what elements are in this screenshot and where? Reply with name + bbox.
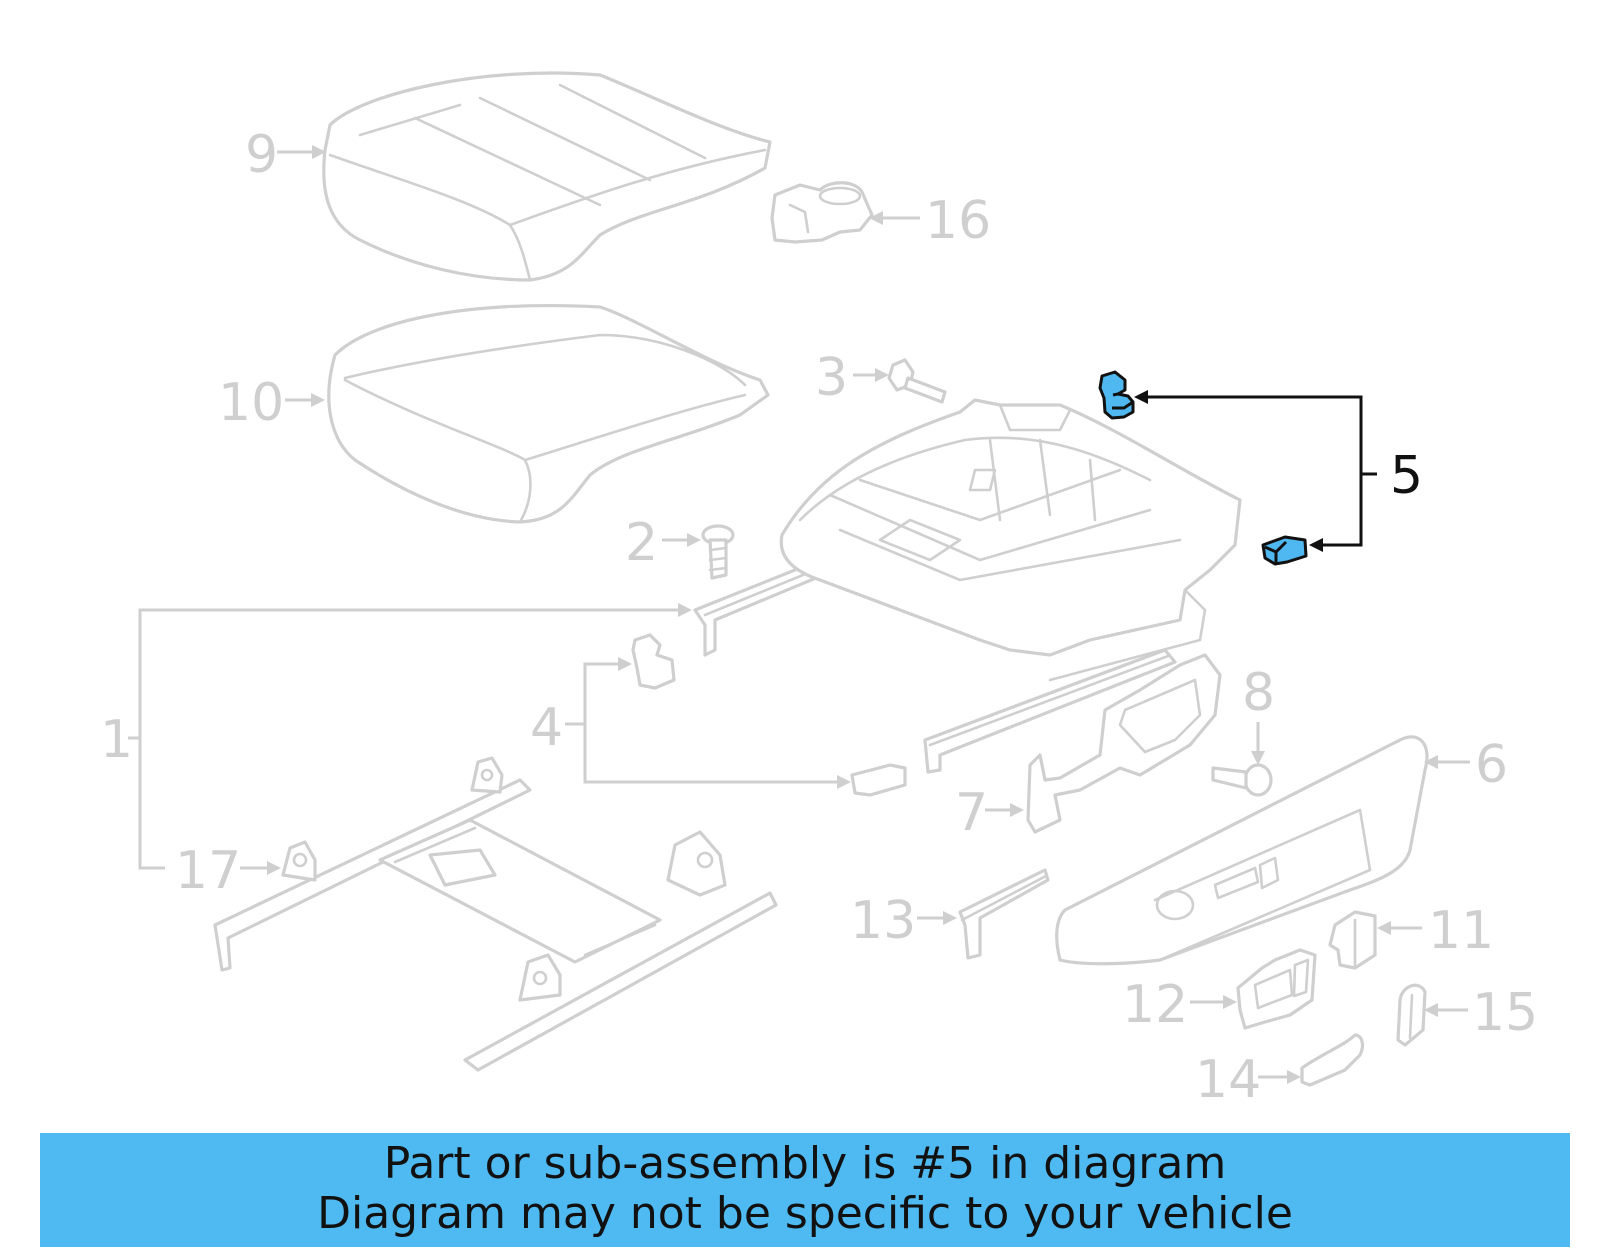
part-11-knob	[1328, 910, 1377, 970]
svg-text:14: 14	[1195, 1050, 1261, 1110]
svg-text:7: 7	[955, 783, 988, 843]
part-9-cushion-cover	[322, 71, 772, 282]
part-17-seat-track	[213, 756, 778, 1072]
callout-10: 10	[218, 373, 325, 433]
svg-text:4: 4	[530, 698, 563, 758]
svg-text:9: 9	[245, 125, 278, 185]
banner-line-2: Diagram may not be specific to your vehi…	[317, 1188, 1293, 1239]
seat-frame-assembly	[693, 398, 1242, 774]
part-14-lever-cover	[1300, 1033, 1365, 1087]
callout-14: 14	[1195, 1050, 1301, 1110]
callout-11: 11	[1377, 901, 1494, 961]
callout-6: 6	[1424, 735, 1508, 795]
callout-5: 5	[1134, 390, 1423, 552]
callout-8: 8	[1242, 663, 1275, 765]
svg-text:13: 13	[850, 891, 916, 951]
callout-4: 4	[530, 657, 851, 789]
callout-13: 13	[850, 891, 957, 951]
svg-text:1: 1	[100, 710, 133, 770]
part-8-screw	[1211, 763, 1273, 797]
svg-text:17: 17	[175, 841, 241, 901]
callout-16: 16	[869, 191, 991, 251]
banner-line-1: Part or sub-assembly is #5 in diagram	[383, 1138, 1227, 1189]
part-6-side-shield	[1055, 735, 1429, 966]
part-3-bolt	[887, 358, 947, 404]
svg-text:2: 2	[625, 513, 658, 573]
svg-text:6: 6	[1475, 735, 1508, 795]
callout-15: 15	[1424, 983, 1538, 1043]
callout-3: 3	[815, 348, 889, 408]
part-2-bolt	[701, 524, 735, 580]
part-16-bracket	[770, 181, 874, 244]
part-5-lower-clip	[1261, 535, 1308, 566]
svg-text:3: 3	[815, 348, 848, 408]
svg-text:10: 10	[218, 373, 284, 433]
svg-text:11: 11	[1428, 901, 1494, 961]
svg-text:12: 12	[1122, 975, 1188, 1035]
callout-1: 1	[100, 603, 692, 870]
part-5-upper-clip	[1098, 370, 1135, 420]
callout-12: 12	[1122, 975, 1237, 1035]
part-4-upper-clip	[631, 633, 676, 690]
part-12-switch	[1236, 948, 1317, 1030]
svg-text:8: 8	[1242, 663, 1275, 723]
callout-17: 17	[175, 841, 281, 901]
part-7-bracket	[1026, 653, 1222, 834]
callout-7: 7	[955, 783, 1024, 843]
callout-2: 2	[625, 513, 701, 573]
svg-text:16: 16	[925, 191, 991, 251]
part-10-cushion-pad	[327, 304, 770, 524]
part-4-lower-clip	[850, 763, 907, 797]
part-13-trim-strip	[958, 868, 1050, 960]
callout-9: 9	[245, 125, 326, 185]
part-15-cover	[1396, 983, 1427, 1047]
info-banner: Part or sub-assembly is #5 in diagram Di…	[40, 1133, 1570, 1247]
svg-text:5: 5	[1390, 446, 1423, 506]
svg-text:15: 15	[1472, 983, 1538, 1043]
